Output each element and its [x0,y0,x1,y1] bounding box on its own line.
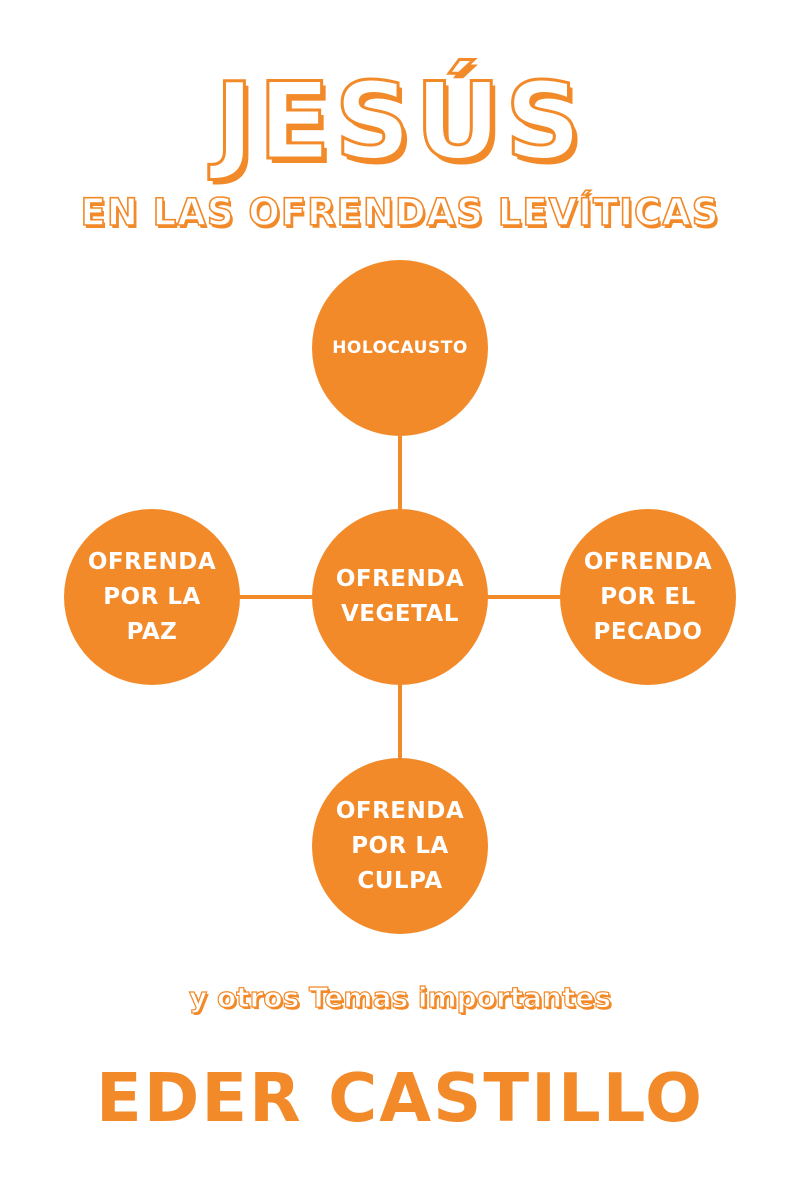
node-ofrenda-por-el-pecado: OFRENDA POR EL PECADO [560,509,736,685]
connector-left-center [238,595,314,599]
book-subtitle: EN LAS OFRENDAS LEVÍTICAS [80,190,720,235]
node-ofrenda-vegetal: OFRENDA VEGETAL [312,509,488,685]
node-ofrenda-por-el-pecado-label: OFRENDA POR EL PECADO [583,548,713,645]
book-tagline: y otros Temas importantes [188,980,612,1014]
connector-center-right [486,595,562,599]
node-holocausto-label: HOLOCAUSTO [332,338,468,358]
book-author: EDER CASTILLO [96,1059,704,1137]
book-title: JESÚS [213,60,586,183]
node-ofrenda-por-la-paz-label: OFRENDA POR LA PAZ [87,548,217,645]
node-holocausto: HOLOCAUSTO [312,260,488,436]
node-ofrenda-por-la-paz: OFRENDA POR LA PAZ [64,509,240,685]
node-ofrenda-por-la-culpa: OFRENDA POR LA CULPA [312,758,488,934]
connector-top-center [398,436,402,512]
connector-center-bottom [398,684,402,760]
node-ofrenda-por-la-culpa-label: OFRENDA POR LA CULPA [335,797,465,894]
node-ofrenda-vegetal-label: OFRENDA VEGETAL [335,566,465,627]
